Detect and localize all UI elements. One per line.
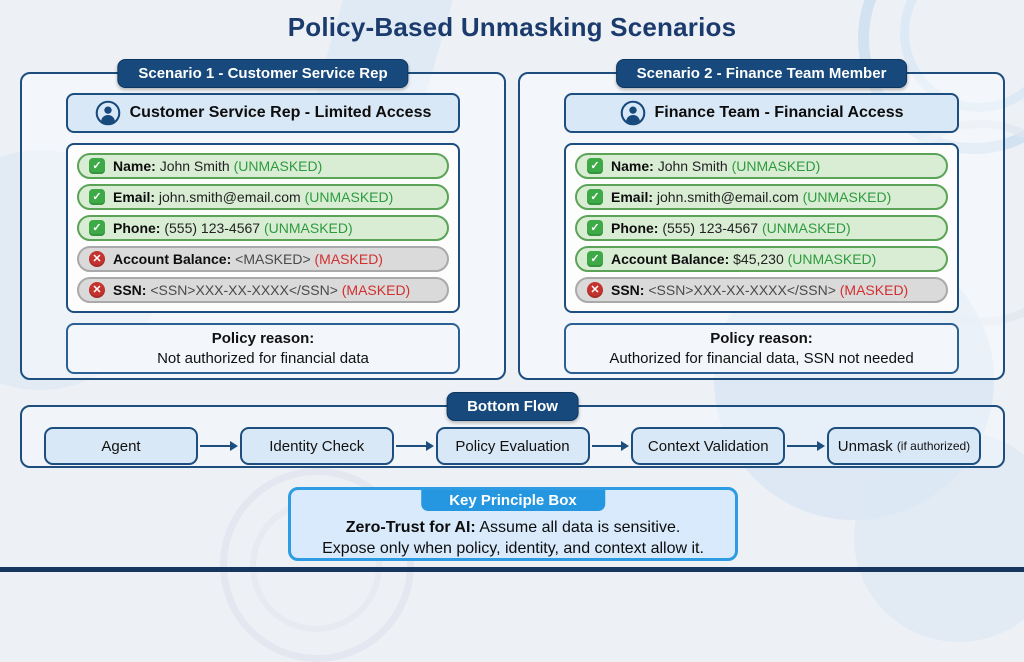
data-row-name: ✓ Name: John Smith (UNMASKED) — [77, 153, 449, 179]
bottom-flow-tab: Bottom Flow — [446, 392, 579, 421]
key-principle-term: Zero-Trust for AI: — [345, 519, 476, 536]
flow-step-unmask-condition: (if authorized) — [896, 439, 971, 453]
check-icon: ✓ — [89, 189, 105, 205]
field-label: Email: — [113, 189, 156, 205]
arrow-icon — [198, 441, 240, 451]
field-label: Account Balance: — [113, 251, 232, 267]
field-label: SSN: — [113, 282, 147, 298]
field-value: <MASKED> — [235, 251, 311, 267]
bottom-edge-bar — [0, 567, 1024, 572]
check-icon: ✓ — [587, 251, 603, 267]
x-icon: ✕ — [89, 282, 105, 298]
policy-reason-text: Not authorized for financial data — [157, 349, 369, 367]
policy-reason-label: Policy reason: — [710, 330, 813, 347]
page-title: Policy-Based Unmasking Scenarios — [287, 12, 737, 42]
status-badge: (MASKED) — [341, 282, 411, 298]
check-icon: ✓ — [89, 158, 105, 174]
policy-reason-label: Policy reason: — [211, 330, 315, 347]
data-row-ssn: ✕ SSN: <SSN>XXX-XX-XXXX</SSN> (MASKED) — [77, 277, 449, 303]
field-label: Name: — [611, 158, 654, 174]
key-principle-box: Key Principle Box Zero-Trust for AI: Ass… — [288, 487, 738, 561]
field-label: Phone: — [113, 220, 161, 236]
data-row-phone: ✓ Phone: (555) 123-4567 (UNMASKED) — [77, 215, 449, 241]
field-label: Phone: — [611, 220, 659, 236]
role-header-label: Customer Service Rep - Limited Access — [129, 104, 432, 121]
key-principle-text: Zero-Trust for AI: Assume all data is se… — [322, 519, 704, 558]
field-value: (555) 123-4567 — [164, 220, 261, 236]
scenario-1-policy-reason: Policy reason: Not authorized for financ… — [66, 323, 460, 374]
status-badge: (UNMASKED) — [787, 251, 877, 267]
data-row-phone: ✓ Phone: (555) 123-4567 (UNMASKED) — [575, 215, 948, 241]
status-badge: (MASKED) — [314, 251, 383, 267]
status-badge: (UNMASKED) — [304, 189, 394, 205]
field-label: Account Balance: — [611, 251, 730, 267]
data-row-email: ✓ Email: john.smith@email.com (UNMASKED) — [575, 184, 948, 210]
policy-reason-text: Authorized for financial data, SSN not n… — [609, 349, 914, 367]
status-badge: (UNMASKED) — [761, 220, 851, 236]
person-icon — [620, 100, 645, 126]
field-value: john.smith@email.com — [158, 189, 301, 205]
role-header-label: Finance Team - Financial Access — [654, 104, 904, 121]
key-principle-tab: Key Principle Box — [421, 490, 605, 511]
scenario-2-data-card: ✓ Name: John Smith (UNMASKED) ✓ Email: j… — [564, 143, 959, 313]
check-icon: ✓ — [587, 220, 603, 236]
scenario-1-panel: Scenario 1 - Customer Service Rep Custom… — [20, 59, 506, 380]
field-value: <SSN>XXX-XX-XXXX</SSN> — [150, 282, 338, 298]
field-value: (555) 123-4567 — [662, 220, 759, 236]
field-value: john.smith@email.com — [656, 189, 799, 205]
flow-step-context-validation: Context Validation — [631, 427, 786, 465]
scenario-1-data-card: ✓ Name: John Smith (UNMASKED) ✓ Email: j… — [66, 143, 460, 313]
status-badge: (UNMASKED) — [802, 189, 892, 205]
x-icon: ✕ — [587, 282, 603, 298]
scenario-1-tab: Scenario 1 - Customer Service Rep — [117, 59, 409, 88]
status-badge: (UNMASKED) — [263, 220, 353, 236]
field-value: John Smith — [159, 158, 230, 174]
scenario-2-policy-reason: Policy reason: Authorized for financial … — [564, 323, 959, 374]
arrow-icon — [590, 441, 632, 451]
person-icon — [95, 100, 120, 126]
data-row-email: ✓ Email: john.smith@email.com (UNMASKED) — [77, 184, 449, 210]
field-label: Email: — [611, 189, 654, 205]
flow-step-identity-check: Identity Check — [239, 427, 394, 465]
field-label: Name: — [113, 158, 156, 174]
status-badge: (UNMASKED) — [233, 158, 323, 174]
x-icon: ✕ — [89, 251, 105, 267]
scenario-1-role-header: Customer Service Rep - Limited Access — [66, 93, 460, 133]
field-value: John Smith — [657, 158, 728, 174]
status-badge: (MASKED) — [839, 282, 909, 298]
flow-steps: Agent Identity Check Policy Evaluation C… — [44, 427, 981, 465]
status-badge: (UNMASKED) — [731, 158, 821, 174]
data-row-account-balance: ✓ Account Balance: $45,230 (UNMASKED) — [575, 246, 948, 272]
flow-step-agent: Agent — [44, 427, 198, 465]
check-icon: ✓ — [587, 158, 603, 174]
data-row-account-balance: ✕ Account Balance: <MASKED> (MASKED) — [77, 246, 449, 272]
check-icon: ✓ — [89, 220, 105, 236]
scenario-2-panel: Scenario 2 - Finance Team Member Finance… — [518, 59, 1005, 380]
flow-step-unmask: Unmask (if authorized) — [827, 427, 981, 465]
scenario-2-role-header: Finance Team - Financial Access — [564, 93, 959, 133]
arrow-icon — [394, 441, 436, 451]
data-row-name: ✓ Name: John Smith (UNMASKED) — [575, 153, 948, 179]
bottom-flow-panel: Bottom Flow Agent Identity Check Policy … — [20, 392, 1005, 468]
field-value: $45,230 — [733, 251, 784, 267]
data-row-ssn: ✕ SSN: <SSN>XXX-XX-XXXX</SSN> (MASKED) — [575, 277, 948, 303]
arrow-icon — [785, 441, 827, 451]
field-label: SSN: — [611, 282, 645, 298]
field-value: <SSN>XXX-XX-XXXX</SSN> — [648, 282, 836, 298]
flow-step-policy-evaluation: Policy Evaluation — [435, 427, 590, 465]
scenario-2-tab: Scenario 2 - Finance Team Member — [615, 59, 908, 88]
check-icon: ✓ — [587, 189, 603, 205]
